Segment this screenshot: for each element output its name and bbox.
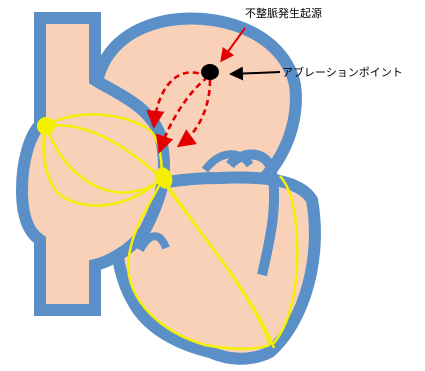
sinus-node: [37, 117, 55, 135]
ablation-point-marker: [201, 64, 219, 80]
arrhythmia-origin-label: 不整脈発生起源: [245, 6, 322, 20]
ablation-point-label: アブレーションポイント: [282, 65, 403, 79]
